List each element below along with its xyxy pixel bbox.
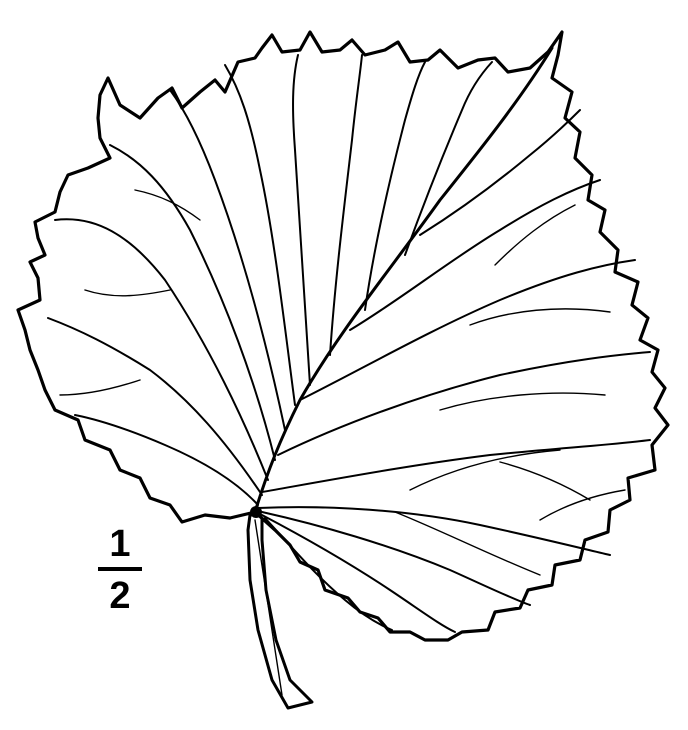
- veinlet-6: [59, 379, 141, 396]
- vein-basal-2: [261, 511, 531, 606]
- vein-basal-4: [264, 517, 393, 631]
- vein-right-3: [261, 439, 651, 493]
- vein-center-1: [292, 54, 311, 386]
- scale-fraction: 1 2: [96, 525, 144, 615]
- vein-center-3: [364, 61, 426, 311]
- vein-left-6: [224, 64, 296, 406]
- vein-left-5: [169, 89, 286, 431]
- veinlet-10: [539, 489, 626, 521]
- vein-left-1: [74, 414, 259, 506]
- veinlet-7: [84, 289, 171, 297]
- vein-center-2: [329, 54, 363, 356]
- vein-left-2: [47, 317, 263, 496]
- vein-right-5: [419, 109, 581, 236]
- vein-center-4: [404, 61, 493, 256]
- vein-basal-1: [257, 506, 611, 556]
- leaf-midrib: [253, 46, 554, 514]
- vein-left-4: [109, 144, 276, 461]
- leaf-blade-outline: [16, 30, 670, 642]
- leaf-stem: [246, 513, 314, 710]
- veinlet-1: [409, 449, 561, 491]
- scale-denominator: 2: [109, 575, 131, 617]
- stem-channel: [254, 519, 283, 696]
- fraction-bar: [98, 567, 142, 571]
- vein-right-2: [277, 351, 651, 456]
- vein-basal-3: [261, 514, 456, 633]
- veinlet-2: [439, 392, 606, 411]
- veinlet-9: [494, 204, 576, 266]
- vein-right-4: [349, 179, 601, 331]
- veinlet-8: [134, 189, 201, 221]
- vein-right-1: [299, 259, 636, 401]
- veinlet-5: [394, 511, 541, 576]
- veinlet-3: [469, 308, 611, 326]
- leaf-base-node: [250, 506, 262, 518]
- veinlet-4: [499, 461, 591, 501]
- scale-numerator: 1: [109, 523, 131, 565]
- vein-left-3: [54, 218, 269, 481]
